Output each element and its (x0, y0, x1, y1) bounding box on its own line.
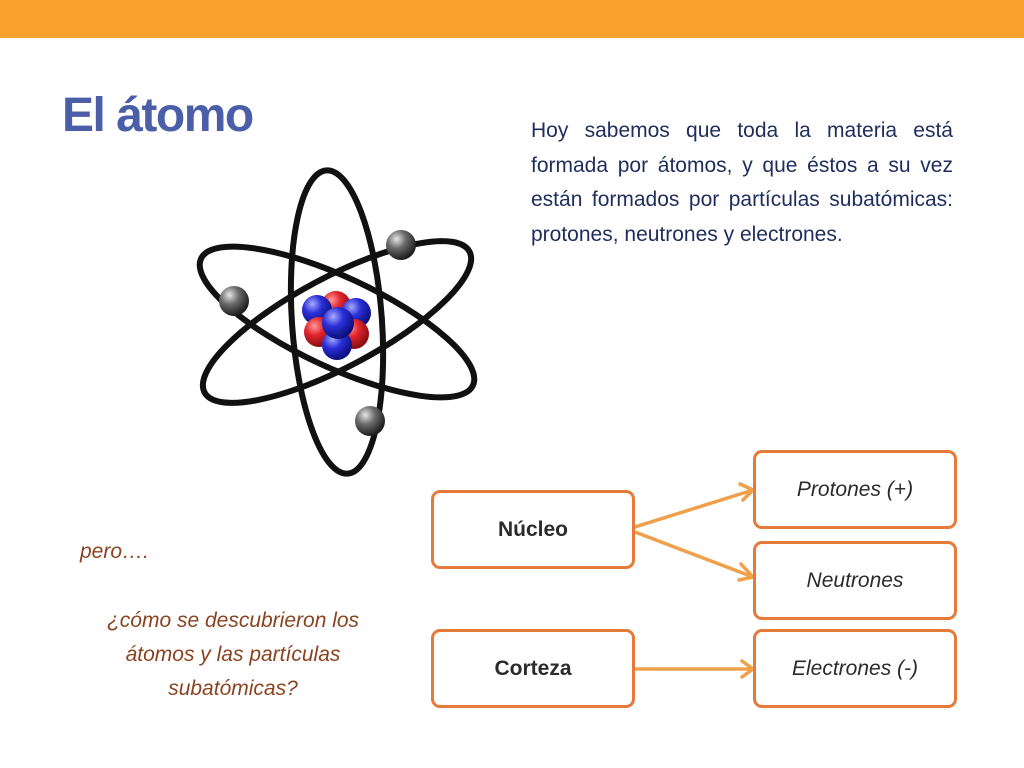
pero-text: pero…. (80, 540, 149, 563)
top-accent-bar (0, 0, 1024, 38)
electron-top-right (386, 230, 416, 260)
nucleo-box: Núcleo (431, 490, 635, 569)
slide-title: El átomo (62, 89, 254, 142)
orbit-left (196, 243, 478, 401)
intro-paragraph: Hoy sabemos que toda la materia está for… (531, 119, 953, 246)
nucleus (302, 291, 371, 360)
atom-illustration (196, 167, 478, 477)
orbit-vertical (287, 167, 387, 477)
electron-bottom (355, 406, 385, 436)
corteza-box: Corteza (431, 629, 635, 708)
neutrones-box: Neutrones (753, 541, 957, 620)
electrones-box: Electrones (-) (753, 629, 957, 708)
electron-left (219, 286, 249, 316)
question-text: ¿cómo se descubrieron los átomos y las p… (106, 609, 360, 700)
orbit-right (199, 238, 475, 406)
protones-box: Protones (+) (753, 450, 957, 529)
